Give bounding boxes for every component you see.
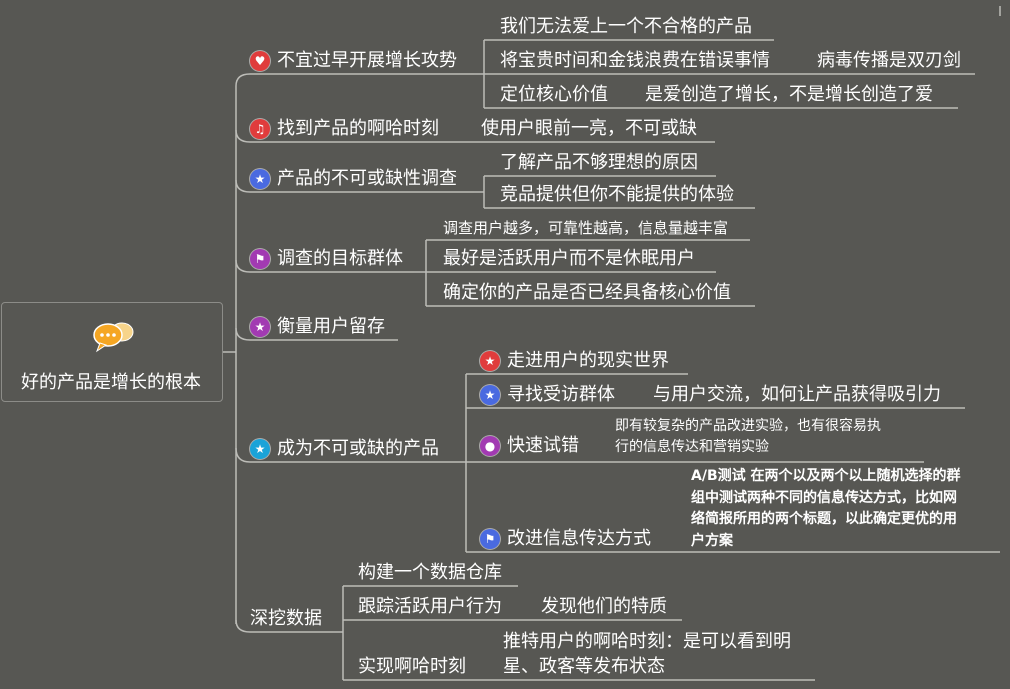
star-icon: ★ [250,169,270,189]
branch-label[interactable]: 衡量用户留存 [277,316,385,337]
node-label-line[interactable]: 络简报所用的两个标题，以此确定更优的用 [691,511,957,527]
node-label[interactable]: 病毒传播是双刃剑 [817,50,961,71]
node-label[interactable]: 使用户眼前一亮，不可或缺 [481,118,697,139]
branch-label[interactable]: 不宜过早开展增长攻势 [277,50,457,71]
node-label-line[interactable]: A/B测试 在两个以及两个以上随机选择的群 [691,468,961,484]
branch-label[interactable]: 调查的目标群体 [277,248,403,269]
star-icon: ★ [250,317,270,337]
star-icon: ★ [480,385,500,405]
node-label[interactable]: 构建一个数据仓库 [358,562,502,583]
node-label[interactable]: 调查用户越多，可靠性越高，信息量越丰富 [443,219,729,237]
branch-label[interactable]: 深挖数据 [250,608,322,629]
flag-icon: ⚑ [250,249,270,269]
node-label[interactable]: 寻找受访群体 [507,384,615,405]
root-node[interactable] [1,302,223,402]
node-label[interactable]: 与用户交流，如何让产品获得吸引力 [653,384,941,405]
node-label[interactable]: 了解产品不够理想的原因 [500,152,698,173]
node-label-line[interactable]: 即有较复杂的产品改进实验，也有很容易执 [615,418,881,434]
node-label[interactable]: 快速试错 [507,435,579,456]
node-label[interactable]: 走进用户的现实世界 [507,350,669,371]
node-label[interactable]: 发现他们的特质 [541,596,667,617]
person-icon: ● [480,436,500,456]
star-icon: ★ [250,439,270,459]
node-label[interactable]: 我们无法爱上一个不合格的产品 [500,16,752,37]
node-label-line[interactable]: 户方案 [691,533,733,549]
branch-label[interactable]: 产品的不可或缺性调查 [277,168,457,189]
star-icon: ★ [480,351,500,371]
node-label[interactable]: 是爱创造了增长，不是增长创造了爱 [645,84,933,105]
node-label-line[interactable]: 推特用户的啊哈时刻：是可以看到明 [503,631,791,652]
root-title: 好的产品是增长的根本 [21,372,201,393]
music-note-icon: ♫ [250,119,270,139]
node-label-line[interactable]: 组中测试两种不同的信息传达方式，比如网 [691,490,957,506]
node-label[interactable]: 竞品提供但你不能提供的体验 [500,184,734,205]
node-label-line[interactable]: 星、政客等发布状态 [503,656,665,677]
node-label[interactable]: 将宝贵时间和金钱浪费在错误事情 [500,50,770,71]
node-label[interactable]: 确定你的产品是否已经具备核心价值 [443,282,731,303]
node-label[interactable]: 最好是活跃用户而不是休眠用户 [443,248,695,269]
node-label-line[interactable]: 行的信息传达和营销实验 [615,439,769,455]
branch-label[interactable]: 成为不可或缺的产品 [277,438,439,459]
flag-icon: ⚑ [480,529,500,549]
heart-icon: ♥ [250,51,270,71]
branch-label[interactable]: 找到产品的啊哈时刻 [277,118,439,139]
node-label[interactable]: 实现啊哈时刻 [358,656,466,677]
node-label[interactable]: 跟踪活跃用户行为 [358,596,502,617]
chat-bubbles-icon [93,322,134,353]
node-label[interactable]: 定位核心价值 [500,84,608,105]
node-label[interactable]: 改进信息传达方式 [507,528,651,549]
